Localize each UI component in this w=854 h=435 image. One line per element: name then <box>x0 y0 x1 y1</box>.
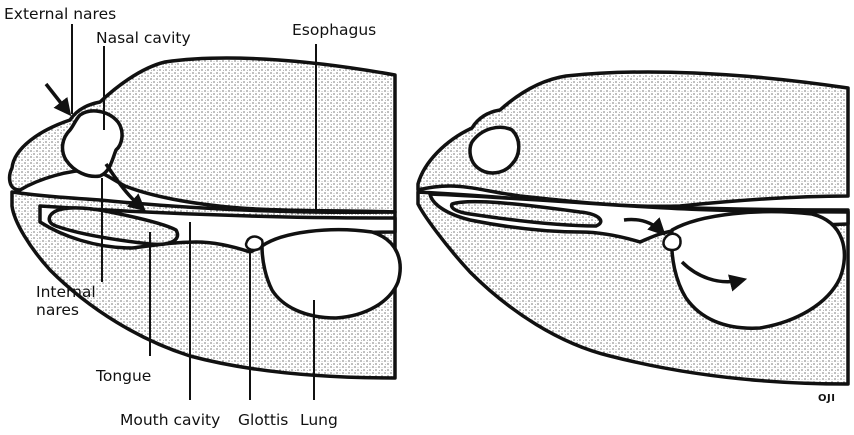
label-lung: Lung <box>300 412 338 429</box>
label-mouth-cavity: Mouth cavity <box>120 412 220 429</box>
glottis-shape <box>246 237 263 250</box>
label-tongue: Tongue <box>96 368 151 385</box>
label-internal-nares-line1: Internal <box>36 284 96 301</box>
artist-mark: OJI <box>818 393 835 404</box>
right-head-section <box>418 72 848 384</box>
label-nasal-cavity: Nasal cavity <box>96 30 191 47</box>
left-head-section <box>10 58 401 378</box>
right-glottis <box>663 234 680 250</box>
label-glottis: Glottis <box>238 412 288 429</box>
label-external-nares: External nares <box>4 6 116 23</box>
right-nasal-cavity <box>470 127 519 173</box>
label-esophagus: Esophagus <box>292 22 376 39</box>
arrow-into-nares <box>46 84 68 112</box>
label-internal-nares-line2: nares <box>36 302 79 319</box>
